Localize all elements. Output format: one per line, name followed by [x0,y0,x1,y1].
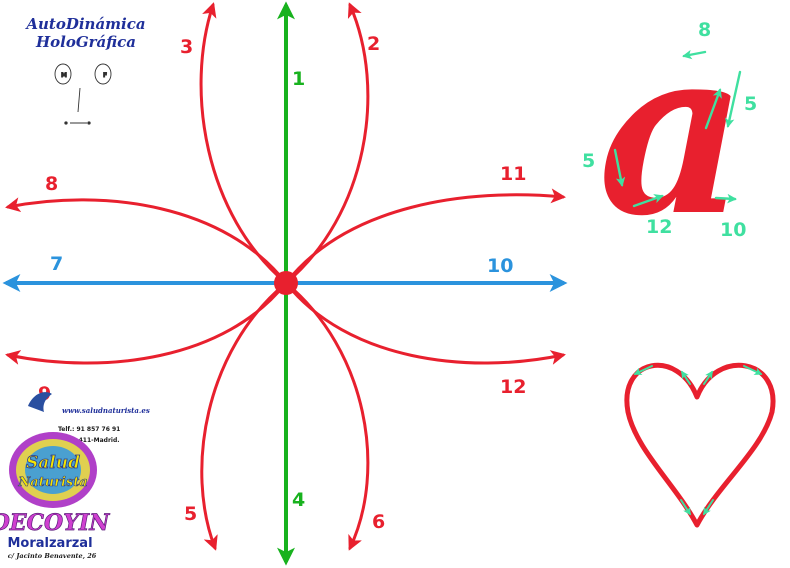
title-block: AutoDinámica HoloGráfica [24,15,145,51]
right-eye-label: F [103,72,107,79]
title-line-2: HoloGráfica [35,33,136,51]
heart-stroke-left-inner [681,370,691,385]
label-arrow-5: 5 [184,503,197,525]
letter-label-8: 8 [698,19,711,41]
letter-stroke-8 [682,49,707,60]
right-eye [94,63,112,85]
label-arrow-1: 1 [292,68,305,90]
letter-a: a [598,0,747,267]
heart-stroke-bottom-left [680,499,691,516]
label-arrow-7: 7 [50,253,63,275]
bird-icon [28,392,52,412]
heart-stroke-right-inner [703,370,713,385]
arrow-8 [5,197,288,285]
logo-postal: 28.411-Madrid. [68,437,120,444]
logo-address: c/ Jacinto Benavente, 26 [8,552,97,560]
label-arrow-2: 2 [367,33,380,55]
arrow-9 [5,281,288,365]
label-arrow-3: 3 [180,36,193,58]
heart-stroke-left-top [633,365,653,375]
letter-label-10: 10 [720,219,746,241]
letter-stroke-5-left [613,148,626,187]
logo-phone: Telf.: 91 857 76 91 [58,426,120,433]
arrow-11 [284,188,566,285]
letter-label-12: 12 [646,216,672,238]
face-sketch: M F [54,63,112,125]
arrow-12 [284,281,566,365]
letter-label-5-left: 5 [582,150,595,172]
arrow-3 [199,2,288,285]
logo-brand: DECOYIN [0,510,110,536]
left-eye [54,63,72,85]
title-line-1: AutoDinámica [24,15,145,33]
label-arrow-6: 6 [372,511,385,533]
label-arrow-8: 8 [45,173,58,195]
letter-a-guide: a 8 5 5 12 10 [582,0,757,267]
letter-stroke-5-down [724,70,742,128]
label-arrow-12: 12 [500,376,526,398]
logo-medallion-core [25,446,81,494]
letter-stroke-up [704,88,722,130]
center-point [274,271,298,295]
label-arrow-10: 10 [487,255,513,277]
logo-word-naturista: Naturista [17,475,87,490]
left-eye-label: M [61,72,67,79]
letter-stroke-10 [714,193,737,204]
logo-word-salud: Salud [26,453,80,473]
label-arrow-11: 11 [500,163,526,185]
heart-stroke-right-top [743,365,763,375]
heart-icon [624,362,776,528]
heart-stroke-bottom-right [703,499,714,516]
logo-town: Moralzarzal [7,536,92,551]
logo-url: www.saludnaturista.es [62,406,150,415]
letter-label-5-right: 5 [744,93,757,115]
salud-naturista-logo: www.saludnaturista.es Telf.: 91 857 76 9… [0,392,150,560]
label-arrow-4: 4 [292,489,305,511]
letter-stroke-12 [632,194,664,208]
nose-line [77,87,81,113]
arrow-2 [284,2,370,285]
